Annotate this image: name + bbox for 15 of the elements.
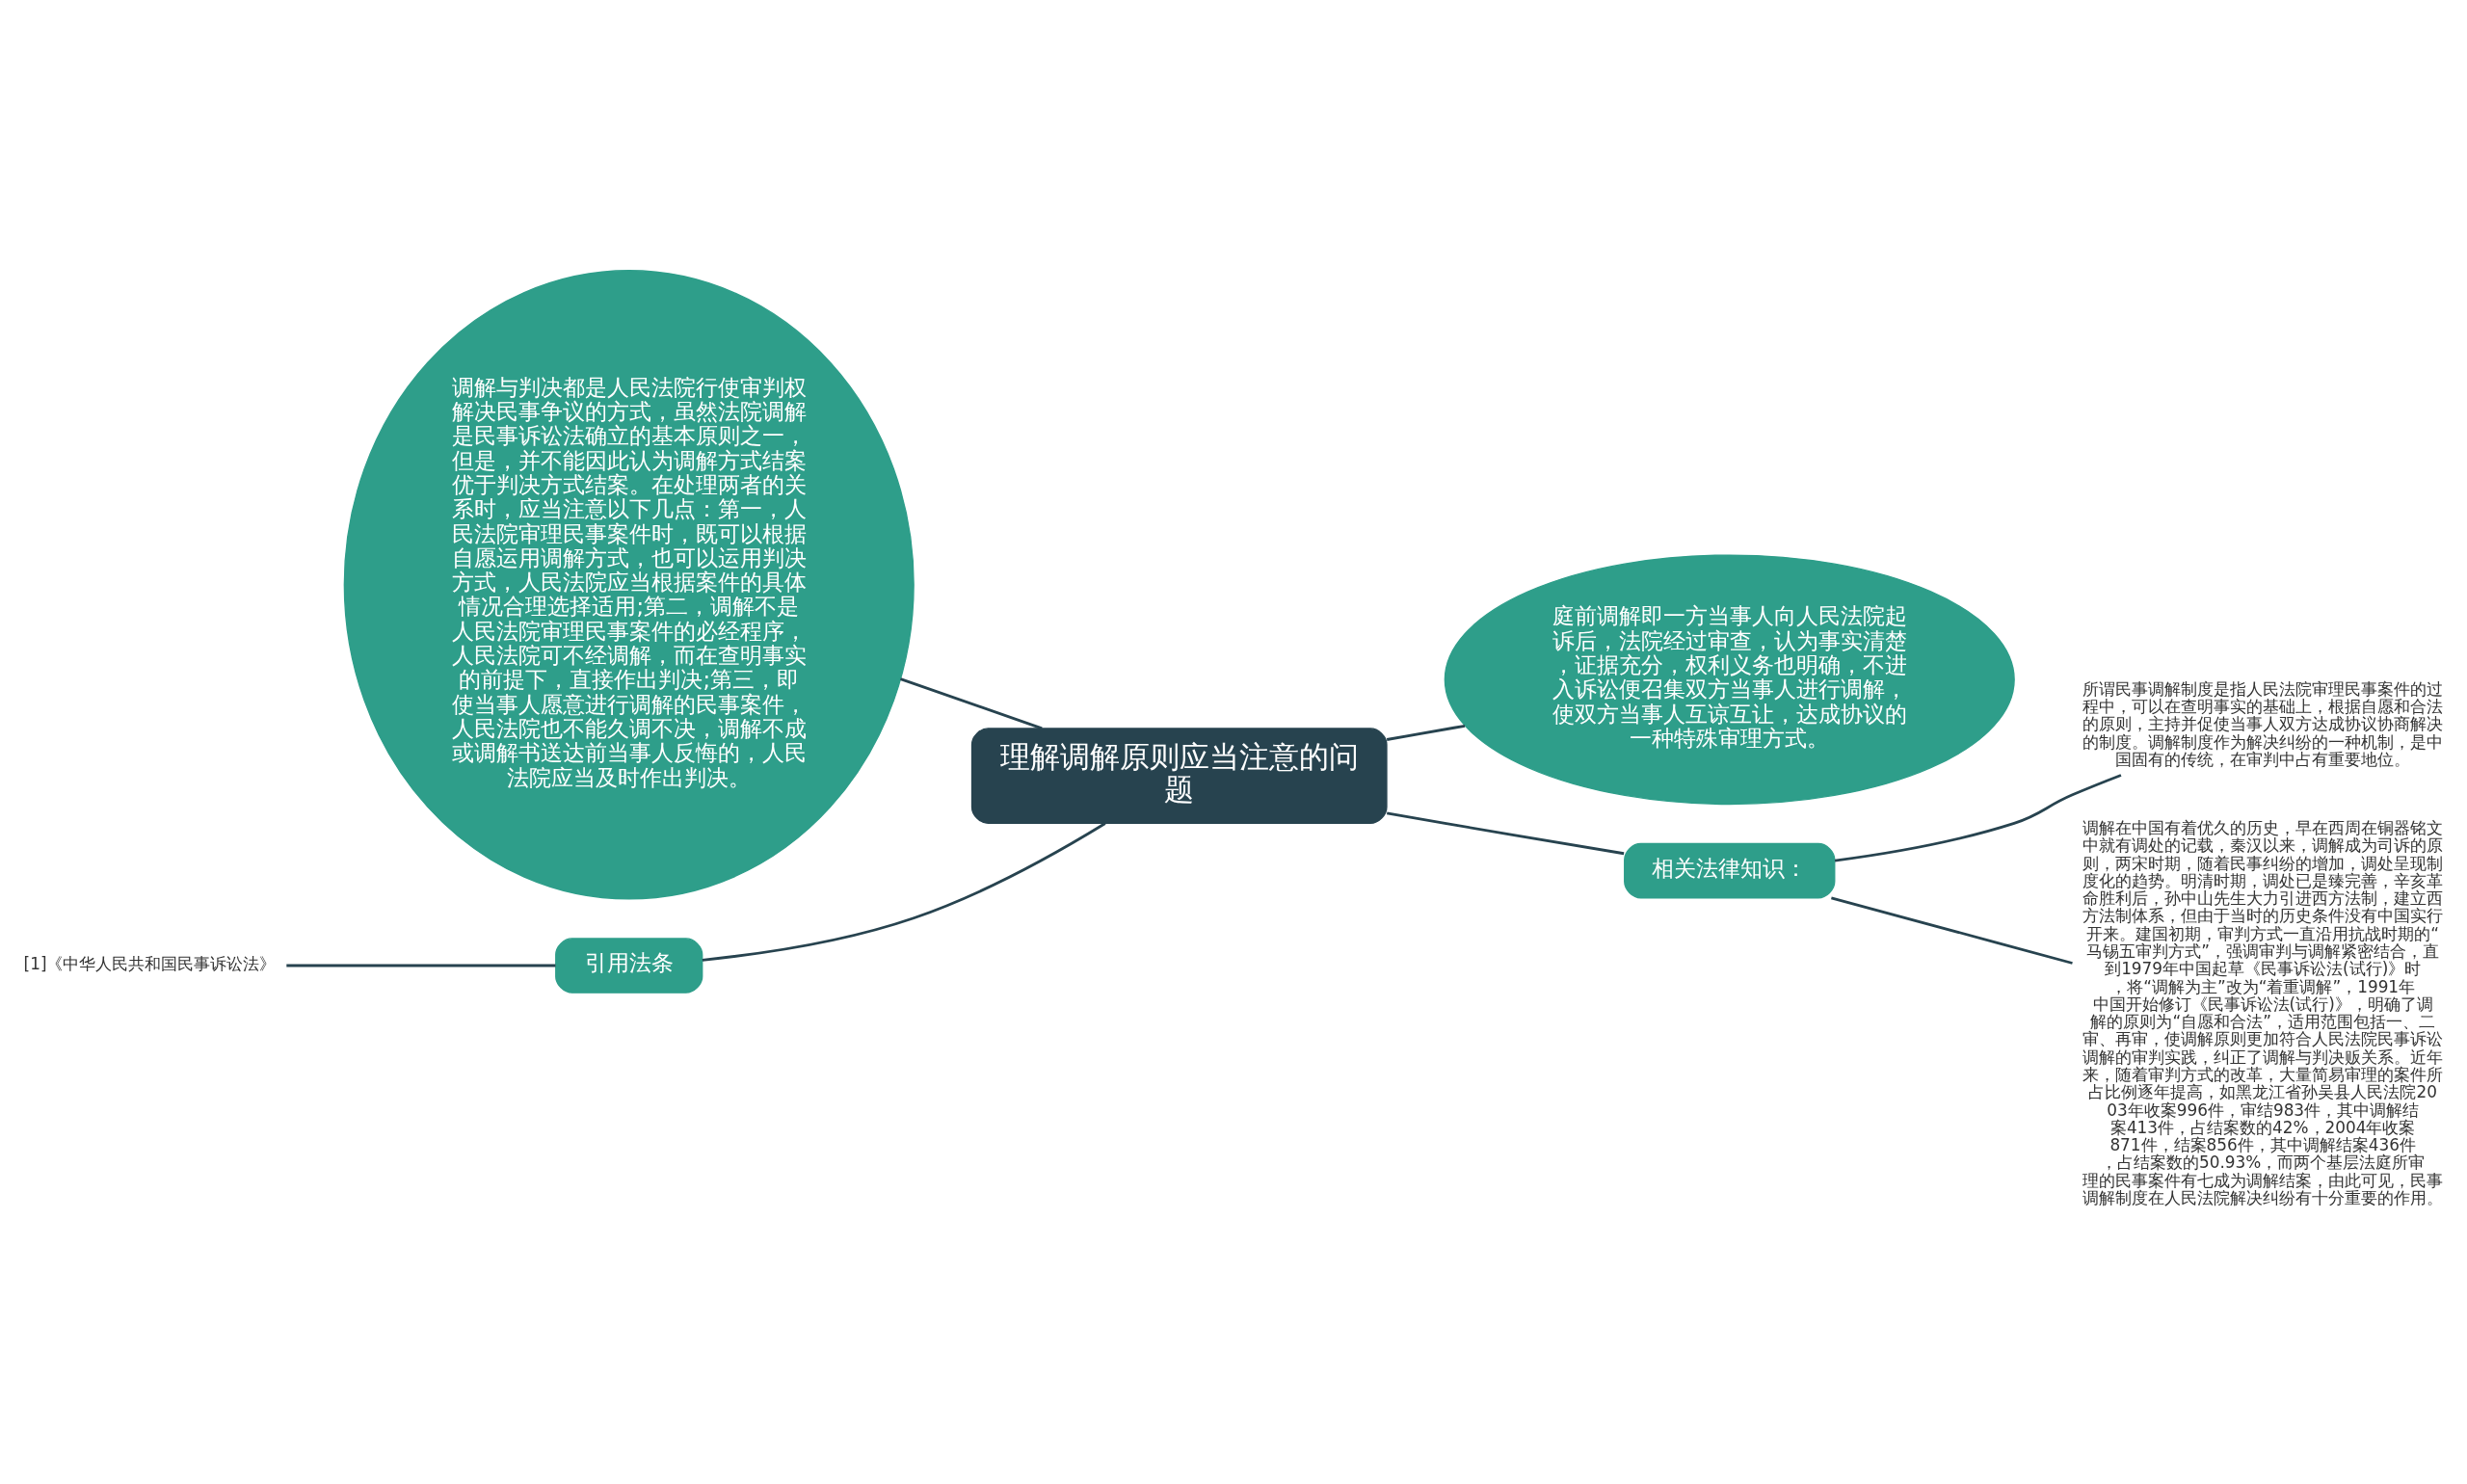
node-text: 所谓民事调解制度是指人民法院审理民事案件的过程中，可以在查明事实的基础上，根据自愿和合法的原则，主持并促使当事人双方达成协议协商解决的制度。调解制度作为解决纠纷的一种机制，是中国固有的传统，在审判中占有重要地位。	[2082, 678, 2444, 769]
connector	[286, 964, 556, 967]
connector	[1386, 724, 1466, 741]
node-box: 理解调解原则应当注意的问题	[970, 728, 1388, 825]
connector	[900, 677, 1043, 730]
connector	[1831, 896, 2073, 965]
node-text: 调解在中国有着优久的历史，早在西周在铜器铭文中就有调处的记载，秦汉以来，调解成为司诉的原则，两宋时期，随着民事纠纷的增加，调处呈现制度化的趋势。明清时期，调处已是臻完善，辛亥革命胜利后，孙中山先生大力引进西方法制，建立西方法制体系，但由于当时的历史条件没有中国实行开来。建国初期，审判方式一直沿用抗战时期的“马锡五审判方式”，强调审判与调解紧密结合，直到1979年中国起草《民事诉讼法(试行)》时，将“调解为主”改为“着重调解”，1991年中国开始修订《民事诉讼法(试行)》，明确了调解的原则为“自愿和合法”，适用范围包括一、二审、再审，使调解原则更加符合人民法院民事诉讼调解的审判实践，纠正了调解与判决贩关系。近年来，随着审判方式的改革，大量简易审理的案件所占比例逐年提高，如黑龙江省孙吴县人民法院2003年收案996件，审结983件，其中调解结案413件，占结案数的42%，2004年收案871件，结案856件，其中调解结案436件，占结案数的50.93%，而两个基层法庭所审理的民事案件有七成为调解结案，由此可见，民事调解制度在人民法院解决纠纷有十分重要的作用。	[2082, 818, 2444, 1207]
connector	[1834, 774, 2122, 862]
node-ellipse: 庭前调解即一方当事人向人民法院起诉后，法院经过审查，认为事实清楚，证据充分，权利义务也明确，不进入诉讼便召集双方当事人进行调解，使双方当事人互谅互让，达成协议的一种特殊审理方式。	[1444, 554, 2015, 806]
connector	[702, 822, 1106, 962]
node-circle: 调解与判决都是人民法院行使审判权解决民事争议的方式，虽然法院调解是民事诉讼法确立的基本原则之一，但是，并不能因此认为调解方式结案优于判决方式结案。在处理两者的关系时，应当注意以下几点：第一，人民法院审理民事案件时，既可以根据自愿运用调解方式，也可以运用判决方式，人民法院应当根据案件的具体情况合理选择适用;第二，调解不是人民法院审理民事案件的必经程序，人民法院可不经调解，而在查明事实的前提下，直接作出判决;第三，即使当事人愿意进行调解的民事案件，人民法院也不能久调不决，调解不成或调解书送达前当事人反悔的，人民法院应当及时作出判决。	[343, 270, 915, 900]
node-box: 引用法条	[555, 938, 703, 994]
connector	[1386, 811, 1625, 856]
node-box: 相关法律知识：	[1624, 842, 1836, 899]
node-text: [1]《中华人民共和国民事诉讼法》	[23, 954, 277, 974]
